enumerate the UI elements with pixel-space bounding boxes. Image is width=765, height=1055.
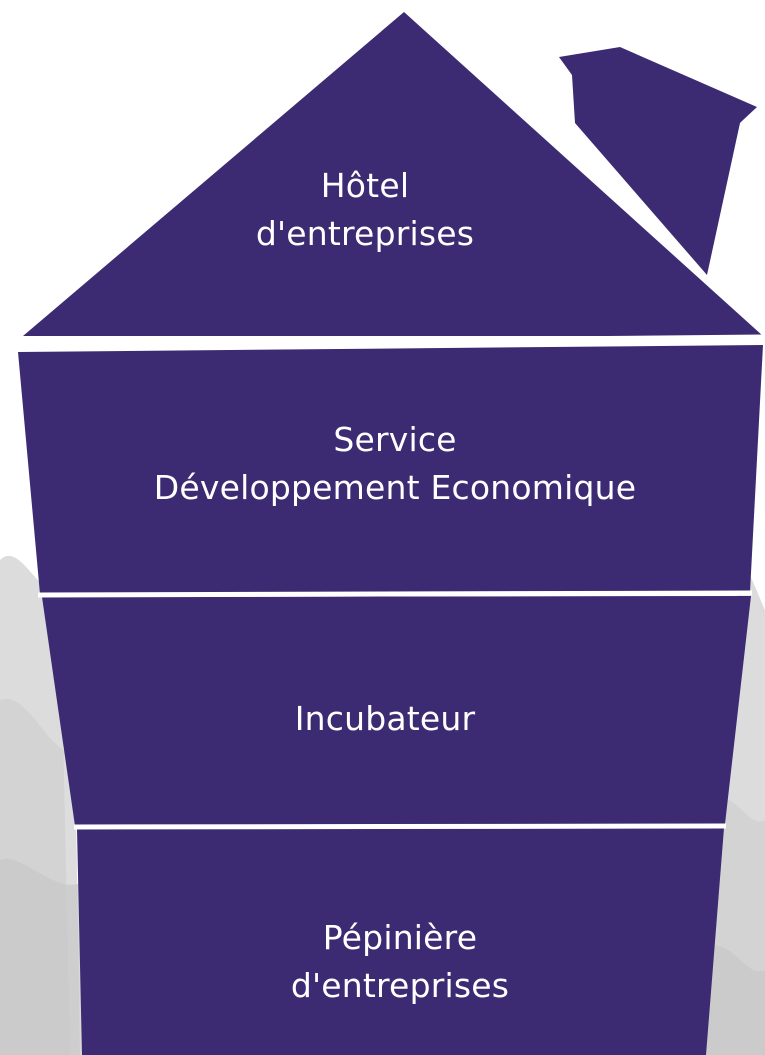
divider-roof bbox=[19, 334, 765, 349]
label-pepiniere-entreprises: Pépinière d'entreprises bbox=[200, 914, 600, 1010]
label-incubateur: Incubateur bbox=[200, 695, 570, 743]
label-hotel-entreprises: Hôtel d'entreprises bbox=[200, 162, 530, 258]
chimney bbox=[559, 47, 757, 275]
label-line: Pépinière bbox=[322, 918, 478, 957]
label-line: Service bbox=[333, 420, 457, 459]
service-section bbox=[18, 345, 763, 594]
label-line: Hôtel bbox=[320, 166, 410, 205]
label-line: Développement Economique bbox=[153, 468, 637, 507]
divider-incubateur bbox=[73, 823, 727, 830]
divider-service bbox=[37, 590, 753, 598]
label-line: d'entreprises bbox=[255, 214, 475, 253]
pepiniere-section bbox=[77, 828, 724, 1055]
incubateur-section bbox=[42, 596, 751, 826]
label-line: d'entreprises bbox=[290, 966, 510, 1005]
label-line: Incubateur bbox=[294, 699, 476, 738]
roof-section bbox=[23, 12, 763, 336]
label-service-developpement: Service Développement Economique bbox=[90, 416, 700, 512]
